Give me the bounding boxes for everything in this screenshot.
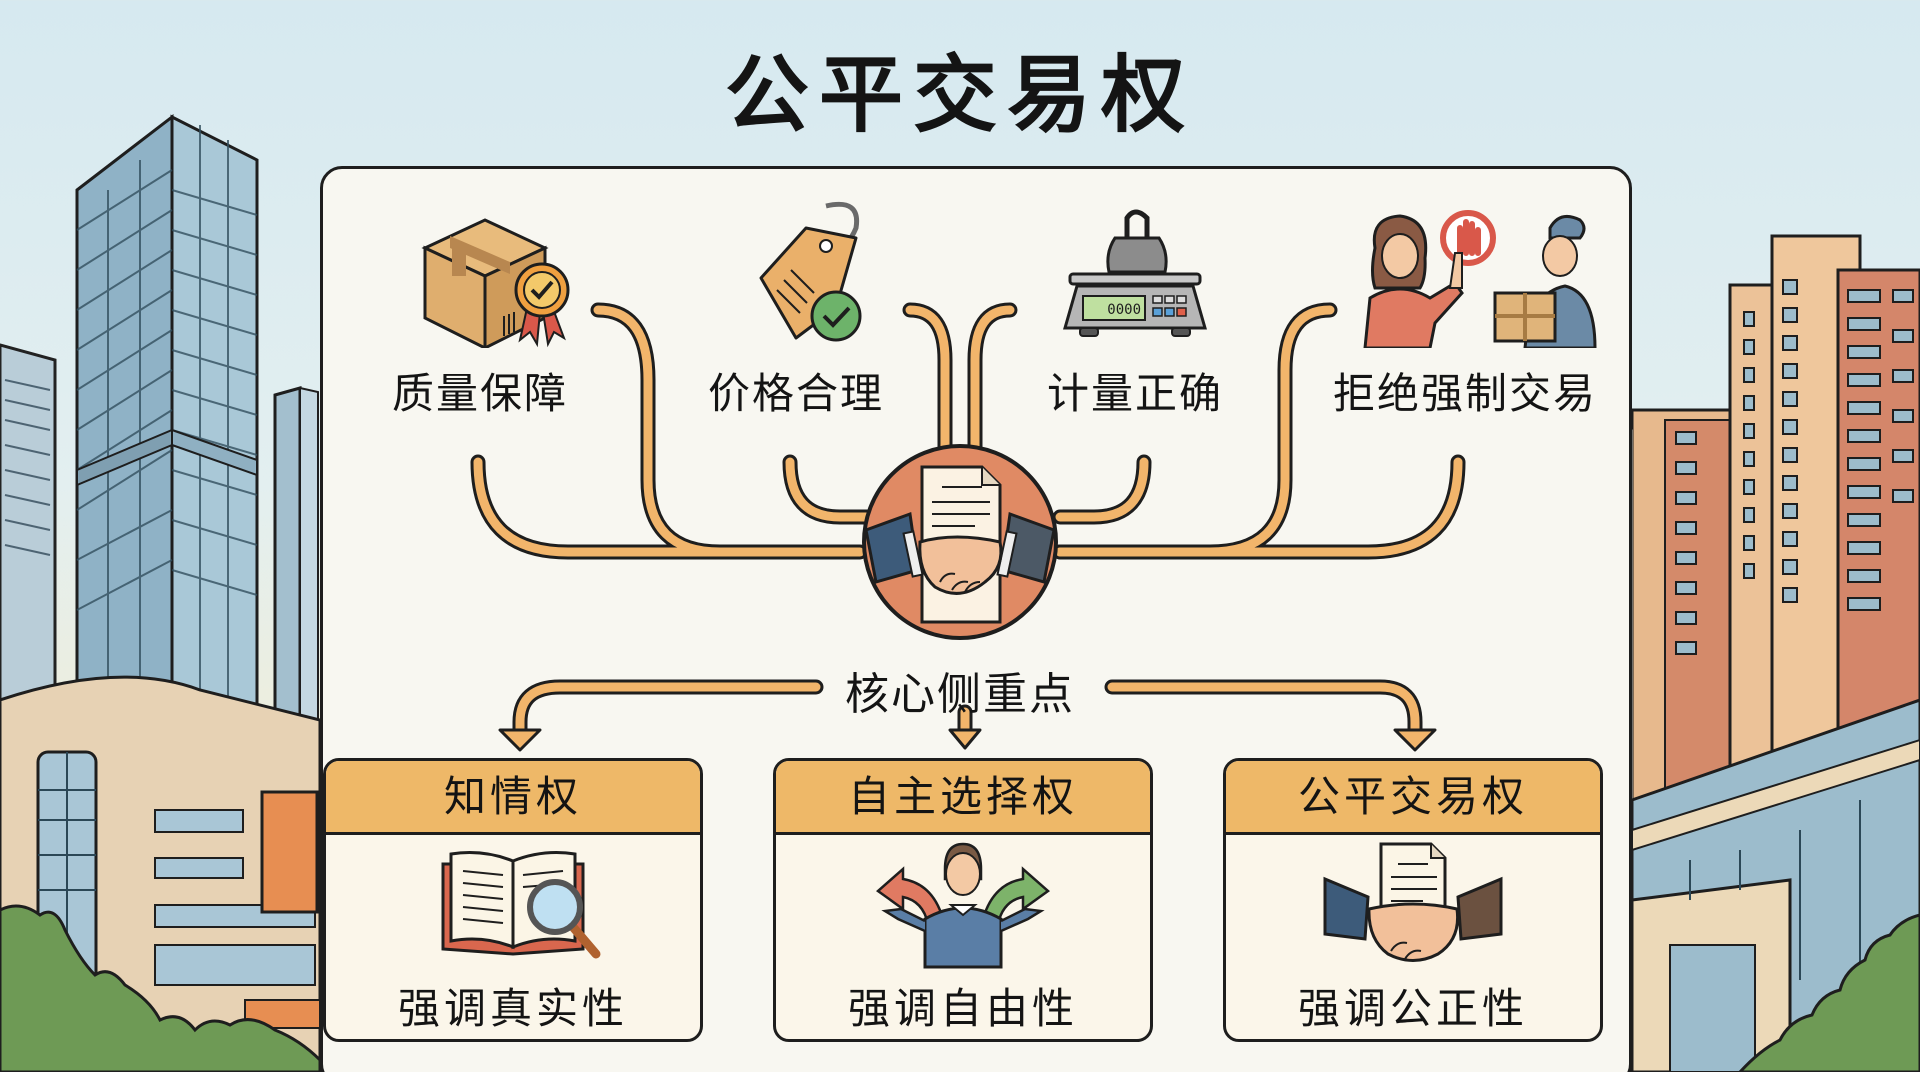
right-trees: [1737, 913, 1920, 1072]
feature-refuse-forced-trade: 拒绝强制交易: [1315, 198, 1615, 421]
card-title: 公平交易权: [1226, 761, 1600, 835]
feature-accurate-measurement: 0000 计量正确: [985, 198, 1285, 421]
feature-quality-assurance: 质量保障: [330, 198, 630, 421]
feature-reasonable-price: 价格合理: [646, 198, 946, 421]
card-caption: 强调公正性: [1297, 984, 1528, 1033]
weighing-scale-icon: 0000: [1035, 198, 1235, 348]
card-caption: 强调真实性: [397, 984, 628, 1033]
slim-building: [273, 386, 302, 722]
refuse-forced-sale-icon: [1330, 198, 1600, 350]
page-title: 公平交易权: [724, 46, 1195, 144]
card-right-to-know: 知情权 强调真实性: [323, 758, 703, 1042]
left-trees: [0, 904, 322, 1072]
person-choice-arrows-icon: [875, 842, 1051, 969]
card-right-to-choose: 自主选择权 强调自由性: [773, 758, 1153, 1042]
handshake-contract-icon: [862, 444, 1058, 640]
card-title: 自主选择权: [776, 761, 1150, 835]
price-tag-check-icon: [696, 198, 896, 348]
feature-label: 计量正确: [1046, 369, 1223, 418]
card-caption: 强调自由性: [847, 984, 1078, 1033]
scale-display: 0000: [1107, 302, 1141, 318]
feature-label: 质量保障: [391, 369, 568, 418]
card-title: 知情权: [326, 761, 700, 835]
feature-label: 拒绝强制交易: [1332, 369, 1597, 418]
card-fair-trade: 公平交易权 强调公正性: [1223, 758, 1603, 1042]
handshake-contract-icon: [1323, 842, 1503, 962]
glass-skyscraper: [75, 113, 259, 722]
feature-label: 价格合理: [707, 369, 884, 418]
book-magnifier-icon: [441, 851, 601, 959]
core-focus-label: 核心侧重点: [845, 669, 1075, 720]
package-certified-icon: [380, 198, 580, 351]
